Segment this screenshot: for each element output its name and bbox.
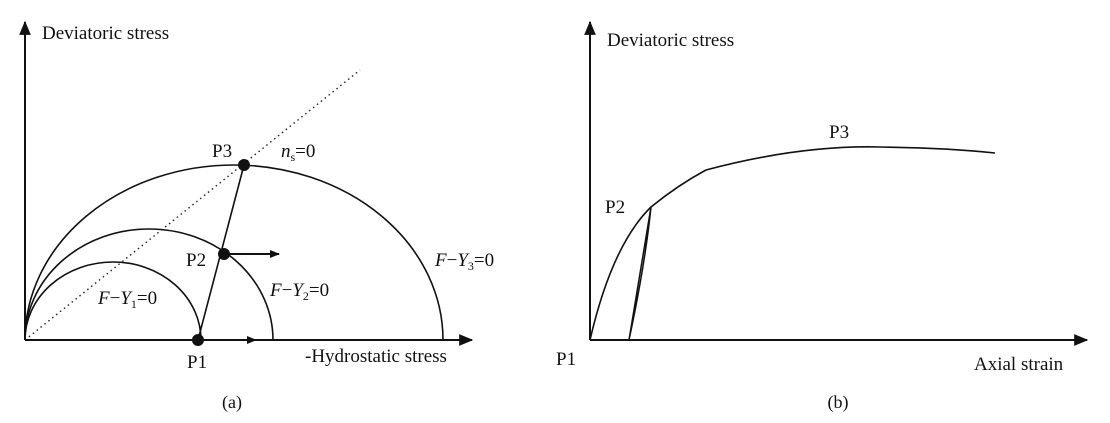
y1-minus: − (110, 288, 121, 309)
ns-eq: =0 (295, 141, 315, 162)
y1-sub: 1 (131, 297, 137, 311)
yield-surface-2 (24, 228, 274, 341)
y3-y: Y (457, 250, 470, 271)
panel-a: Deviatoric stress -Hydrostatic stress P1… (19, 20, 494, 413)
panel-b-y-axis-label: Deviatoric stress (607, 30, 734, 51)
panel-b-x-axis-label: Axial strain (974, 354, 1064, 375)
panel-a-dotted-line (24, 69, 361, 341)
y2-f: F (269, 280, 282, 301)
point-p1-marker (192, 334, 204, 346)
panel-a-y-axis-label: Deviatoric stress (42, 23, 169, 44)
unload-reload-loop (628, 206, 652, 341)
y2-sub: 2 (303, 289, 309, 303)
point-p3-label: P3 (212, 141, 232, 162)
point-p3-marker (238, 159, 250, 171)
point-p1-label: P1 (187, 352, 207, 373)
panel-b-point-p1-label: P1 (556, 349, 576, 370)
y1-y: Y (120, 288, 133, 309)
panel-a-caption: (a) (222, 392, 242, 413)
ns-n: n (281, 141, 291, 162)
yield-surface-2-label: F−Y2=0 (269, 280, 329, 303)
panel-b: Deviatoric stress Axial strain P1 P2 P3 … (556, 20, 1089, 413)
y3-minus: − (447, 250, 458, 271)
yield-surface-1 (24, 261, 202, 341)
panel-b-caption: (b) (828, 392, 849, 413)
y1-f: F (97, 288, 110, 309)
yield-surface-3-label: F−Y3=0 (434, 250, 494, 273)
y3-eq: =0 (474, 250, 494, 271)
yield-surface-3 (24, 164, 444, 341)
ns-label: ns=0 (281, 141, 315, 164)
y3-sub: 3 (468, 259, 474, 273)
point-p2-marker (218, 248, 230, 260)
y1-eq: =0 (137, 288, 157, 309)
panel-b-point-p2-label: P2 (605, 197, 625, 218)
point-p2-label: P2 (186, 250, 206, 271)
y3-f: F (434, 250, 447, 271)
ns-sub: s (291, 150, 296, 164)
y2-eq: =0 (309, 280, 329, 301)
panel-b-point-p3-label: P3 (829, 122, 849, 143)
stress-strain-curve (589, 146, 996, 341)
yield-surface-1-label: F−Y1=0 (97, 288, 157, 311)
y2-y: Y (292, 280, 305, 301)
panel-a-x-axis-label: -Hydrostatic stress (305, 346, 447, 367)
y2-minus: − (282, 280, 293, 301)
